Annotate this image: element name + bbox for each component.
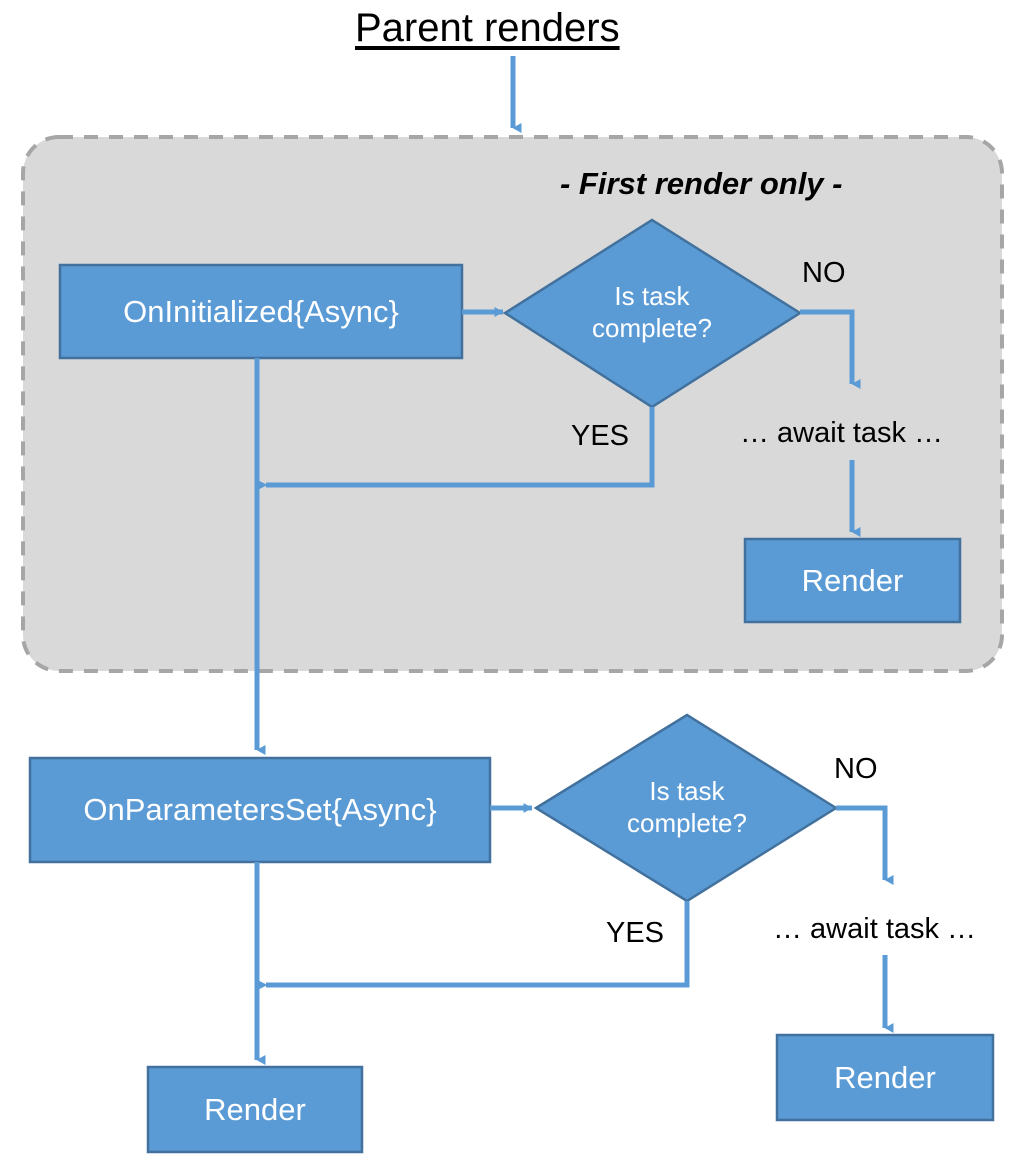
node-render-yes-branch bbox=[146, 1065, 364, 1154]
node-onparametersset bbox=[28, 756, 492, 864]
await-task-label-every-render: … await task … bbox=[773, 913, 977, 945]
first-render-group-caption: - First render only - bbox=[560, 166, 843, 201]
edge-label-no-first-render: NO bbox=[802, 257, 846, 289]
await-task-label-first-render: … await task … bbox=[740, 417, 944, 449]
node-oninitialized bbox=[58, 263, 464, 360]
connector-no-branch-first-render bbox=[800, 309, 861, 389]
connector-yes-branch-first-render bbox=[255, 407, 655, 491]
node-render-no-branch bbox=[775, 1033, 995, 1122]
edge-label-yes-every-render: YES bbox=[606, 917, 665, 949]
edge-label-yes-first-render: YES bbox=[571, 420, 630, 452]
node-decision-every-render bbox=[533, 713, 839, 903]
connector-no-branch-every-render bbox=[836, 805, 894, 885]
page-title: Parent renders bbox=[355, 6, 620, 50]
connector-yes-branch-every-render bbox=[255, 901, 690, 991]
edge-label-no-every-render: NO bbox=[834, 753, 878, 785]
node-render-first-render bbox=[743, 537, 962, 624]
